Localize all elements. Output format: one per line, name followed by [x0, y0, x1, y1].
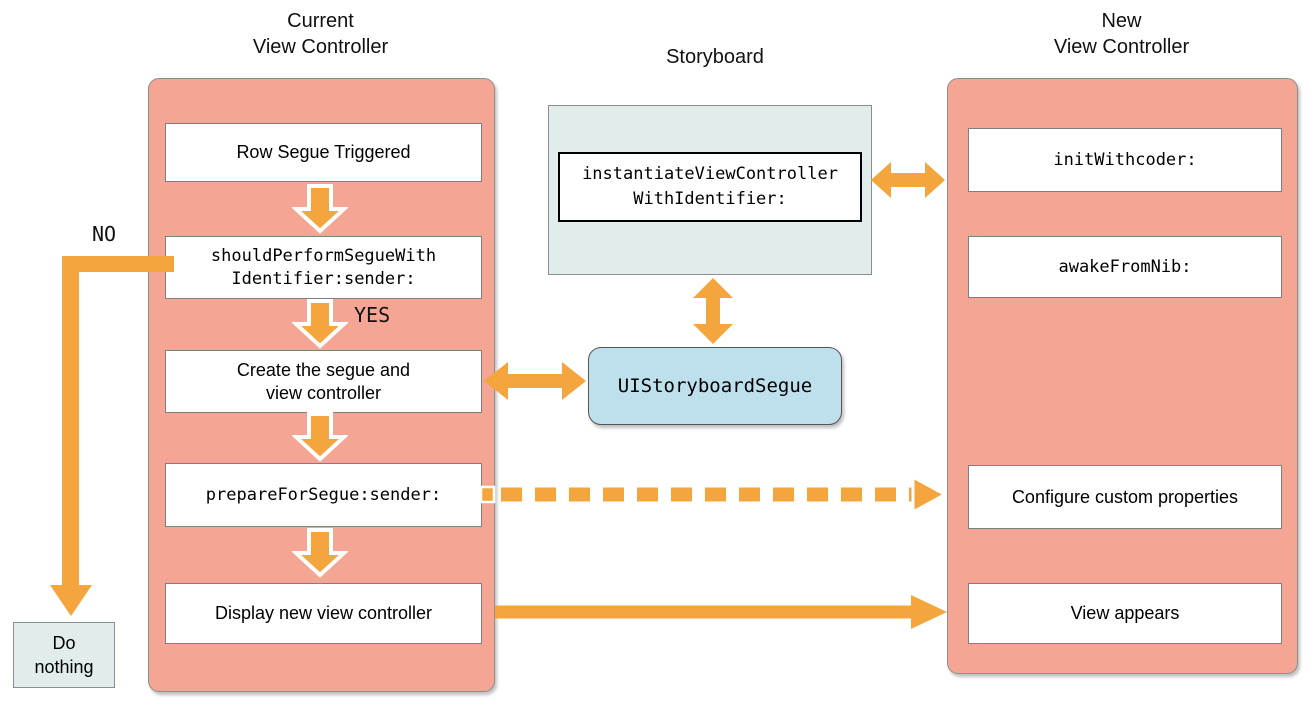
step-view-appears: View appears	[968, 583, 1282, 644]
arrow-down-icon	[292, 299, 348, 349]
no-label: NO	[92, 222, 117, 246]
step-should-perform-segue: shouldPerformSegueWith Identifier:sender…	[165, 236, 482, 299]
arrow-down-icon	[292, 528, 348, 578]
no-path-arrow-vertical	[62, 256, 79, 585]
do-nothing-box: Do nothing	[13, 622, 115, 688]
step-display-new-vc: Display new view controller	[165, 583, 482, 644]
new-view-controller-title: New View Controller	[1053, 10, 1190, 58]
no-path-arrow-head-icon	[50, 585, 92, 616]
step-prepare-for-segue: prepareForSegue:sender:	[165, 463, 482, 527]
current-view-controller-title: Current View Controller	[252, 10, 389, 58]
uistoryboardsegue-box: UIStoryboardSegue	[588, 347, 842, 425]
double-arrow-horizontal-icon	[869, 158, 947, 202]
arrow-down-icon	[292, 412, 348, 462]
storyboard-title: Storyboard	[666, 46, 764, 68]
step-row-segue-triggered: Row Segue Triggered	[165, 123, 482, 182]
no-path-arrow-horizontal	[62, 256, 174, 272]
step-create-segue: Create the segue and view controller	[165, 350, 482, 413]
double-arrow-horizontal-icon	[482, 359, 588, 403]
instantiate-view-controller-box: instantiateViewController WithIdentifier…	[558, 152, 862, 222]
step-configure-properties: Configure custom properties	[968, 465, 1282, 529]
double-arrow-vertical-icon	[691, 276, 735, 346]
solid-arrow-icon	[493, 592, 949, 634]
dashed-arrow-icon	[479, 474, 949, 516]
yes-label: YES	[354, 303, 391, 327]
step-awake-from-nib: awakeFromNib:	[968, 236, 1282, 298]
arrow-down-icon	[292, 184, 348, 234]
step-init-with-coder: initWithcoder:	[968, 128, 1282, 192]
